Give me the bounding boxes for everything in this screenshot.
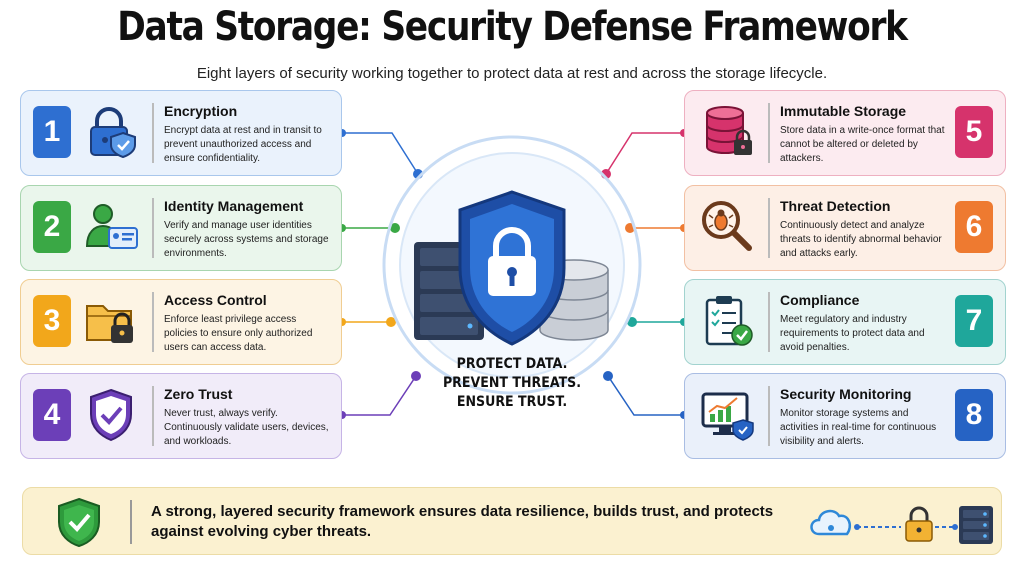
layer-title: Identity Management <box>164 198 304 214</box>
folder-lock-icon <box>86 305 133 343</box>
slogan-line-2: PREVENT THREATS. <box>442 375 582 391</box>
shield-check-icon <box>90 388 132 442</box>
layer-title: Zero Trust <box>164 386 233 402</box>
card-divider <box>152 103 154 163</box>
summary-banner: A strong, layered security framework ens… <box>22 487 1002 555</box>
layer-number-badge: 3 <box>33 295 71 347</box>
layer-card-security-monitoring: Security Monitoring Monitor storage syst… <box>684 373 1006 459</box>
page-subtitle: Eight layers of security working togethe… <box>196 65 828 82</box>
layer-number-badge: 7 <box>955 295 993 347</box>
padlock-shield-icon <box>90 107 136 159</box>
card-divider <box>768 103 770 163</box>
layer-number-badge: 1 <box>33 106 71 158</box>
layer-card-identity-management: 2 Identity Management Verify and manage … <box>20 185 342 271</box>
layer-number-badge: 8 <box>955 389 993 441</box>
layer-card-access-control: 3 Access Control Enforce least privilege… <box>20 279 342 365</box>
layer-description: Encrypt data at rest and in transit to p… <box>164 125 322 164</box>
magnifier-bug-icon <box>702 201 752 251</box>
layer-number-badge: 4 <box>33 389 71 441</box>
card-divider <box>768 198 770 258</box>
layer-title: Immutable Storage <box>780 103 907 119</box>
layer-description: Monitor storage systems and activities i… <box>780 408 937 447</box>
page-title: Data Storage: Security Defense Framework <box>117 4 908 50</box>
user-id-card-icon <box>85 204 138 249</box>
banner-divider <box>130 500 132 544</box>
summary-text: A strong, layered security framework ens… <box>151 503 774 540</box>
shield-check-icon <box>58 497 100 548</box>
layer-description: Store data in a write-once format that c… <box>780 125 945 164</box>
layer-number-badge: 2 <box>33 201 71 253</box>
layer-title: Encryption <box>164 103 238 119</box>
layer-description: Verify and manage user identities secure… <box>164 220 329 259</box>
cloud-lock-server-graphic <box>810 506 993 544</box>
layer-card-zero-trust: 4 Zero Trust Never trust, always verify.… <box>20 373 342 459</box>
card-divider <box>152 292 154 352</box>
layer-title: Threat Detection <box>780 198 891 214</box>
clipboard-check-icon <box>705 296 753 346</box>
layer-card-encryption: 1 Encryption Encrypt data at rest and in… <box>20 90 342 176</box>
layer-description: Enforce least privilege access policies … <box>164 314 313 353</box>
card-divider <box>768 292 770 352</box>
layer-description: Continuously detect and analyze threats … <box>780 220 942 259</box>
layer-description: Never trust, always verify. Continuously… <box>164 408 329 447</box>
slogan-line-1: PROTECT DATA. <box>456 356 568 372</box>
card-divider <box>152 198 154 258</box>
layer-card-threat-detection: Threat Detection Continuously detect and… <box>684 185 1006 271</box>
layer-title: Access Control <box>164 292 267 308</box>
layer-title: Compliance <box>780 292 860 308</box>
card-divider <box>768 386 770 446</box>
layer-number-badge: 6 <box>955 201 993 253</box>
database-lock-icon <box>706 106 752 155</box>
layer-number-badge: 5 <box>955 106 993 158</box>
layer-card-compliance: Compliance Meet regulatory and industry … <box>684 279 1006 365</box>
card-divider <box>152 386 154 446</box>
slogan-line-3: ENSURE TRUST. <box>456 394 568 410</box>
layer-description: Meet regulatory and industry requirement… <box>780 314 925 353</box>
layer-card-immutable-storage: Immutable Storage Store data in a write-… <box>684 90 1006 176</box>
central-shield-illustration <box>382 135 642 395</box>
monitor-chart-icon <box>701 392 754 441</box>
center-slogan: PROTECT DATA. PREVENT THREATS. ENSURE TR… <box>422 355 602 412</box>
layer-title: Security Monitoring <box>780 386 912 402</box>
